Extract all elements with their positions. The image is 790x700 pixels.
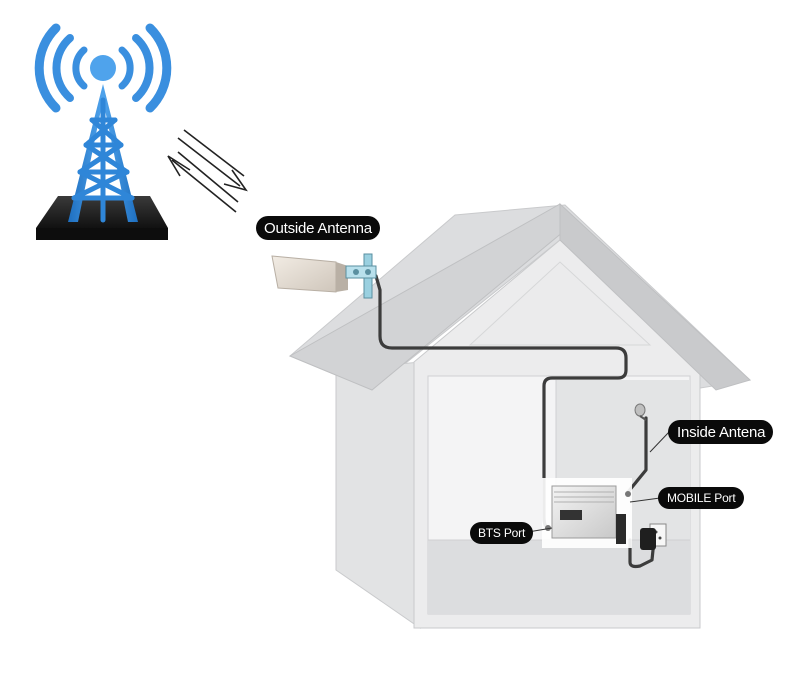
- inside-antenna-icon: [634, 403, 647, 421]
- power-adapter-icon: [640, 528, 656, 550]
- outside-antenna-icon: [271, 253, 377, 299]
- mobile-port-label: MOBILE Port: [658, 487, 744, 509]
- inside-antenna-label: Inside Antena: [668, 420, 774, 444]
- outside-antenna-label: Outside Antenna: [256, 216, 380, 240]
- signal-waves-icon: [34, 23, 172, 113]
- repeater-unit-icon: [542, 478, 632, 548]
- two-way-signal-arrows: [167, 129, 248, 213]
- bts-port-label: BTS Port: [470, 522, 534, 544]
- cell-tower-icon: [36, 55, 168, 240]
